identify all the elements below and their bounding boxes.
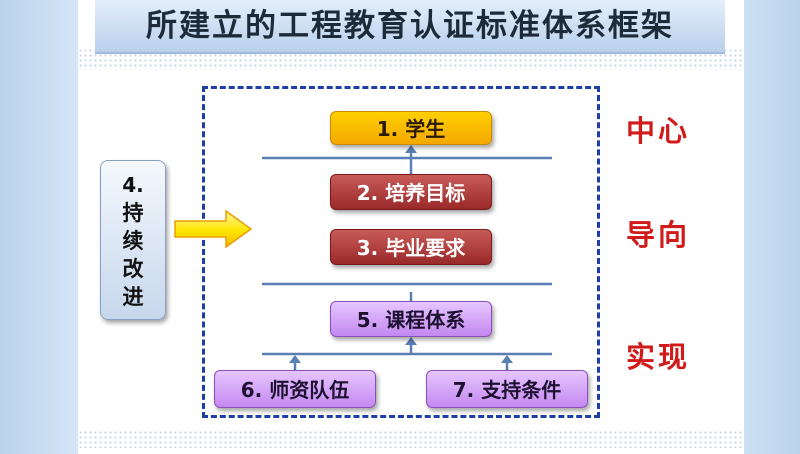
box-support-conditions: 7. 支持条件	[426, 370, 588, 408]
improve-char-2: 续	[122, 229, 144, 253]
improve-char-1: 持	[122, 201, 144, 225]
arrow-head-4	[289, 355, 301, 363]
improve-arrow-icon	[174, 209, 253, 249]
slide-title: 所建立的工程教育认证标准体系框架	[146, 8, 674, 44]
box-student: 1. 学生	[330, 111, 492, 145]
improve-char-3: 改	[122, 257, 144, 281]
label-realize: 实现	[626, 340, 691, 374]
label-guide: 导向	[626, 218, 691, 252]
framework-frame	[202, 86, 600, 418]
box-graduation-requirement: 3. 毕业要求	[330, 229, 492, 265]
improve-char-4: 进	[122, 285, 144, 309]
title-band	[95, 0, 725, 54]
label-center: 中心	[626, 114, 691, 148]
dotted-band-bottom	[78, 430, 744, 448]
arrow-head-3	[405, 337, 417, 345]
box-faculty: 6. 师资队伍	[214, 370, 376, 408]
box-curriculum: 5. 课程体系	[330, 301, 492, 337]
arrow-head-5	[501, 355, 513, 363]
box-training-goal: 2. 培养目标	[330, 174, 492, 210]
arrow-head-1	[405, 145, 417, 153]
improve-number: 4.	[122, 173, 144, 197]
box-continuous-improvement: 4. 持 续 改 进	[100, 160, 166, 320]
